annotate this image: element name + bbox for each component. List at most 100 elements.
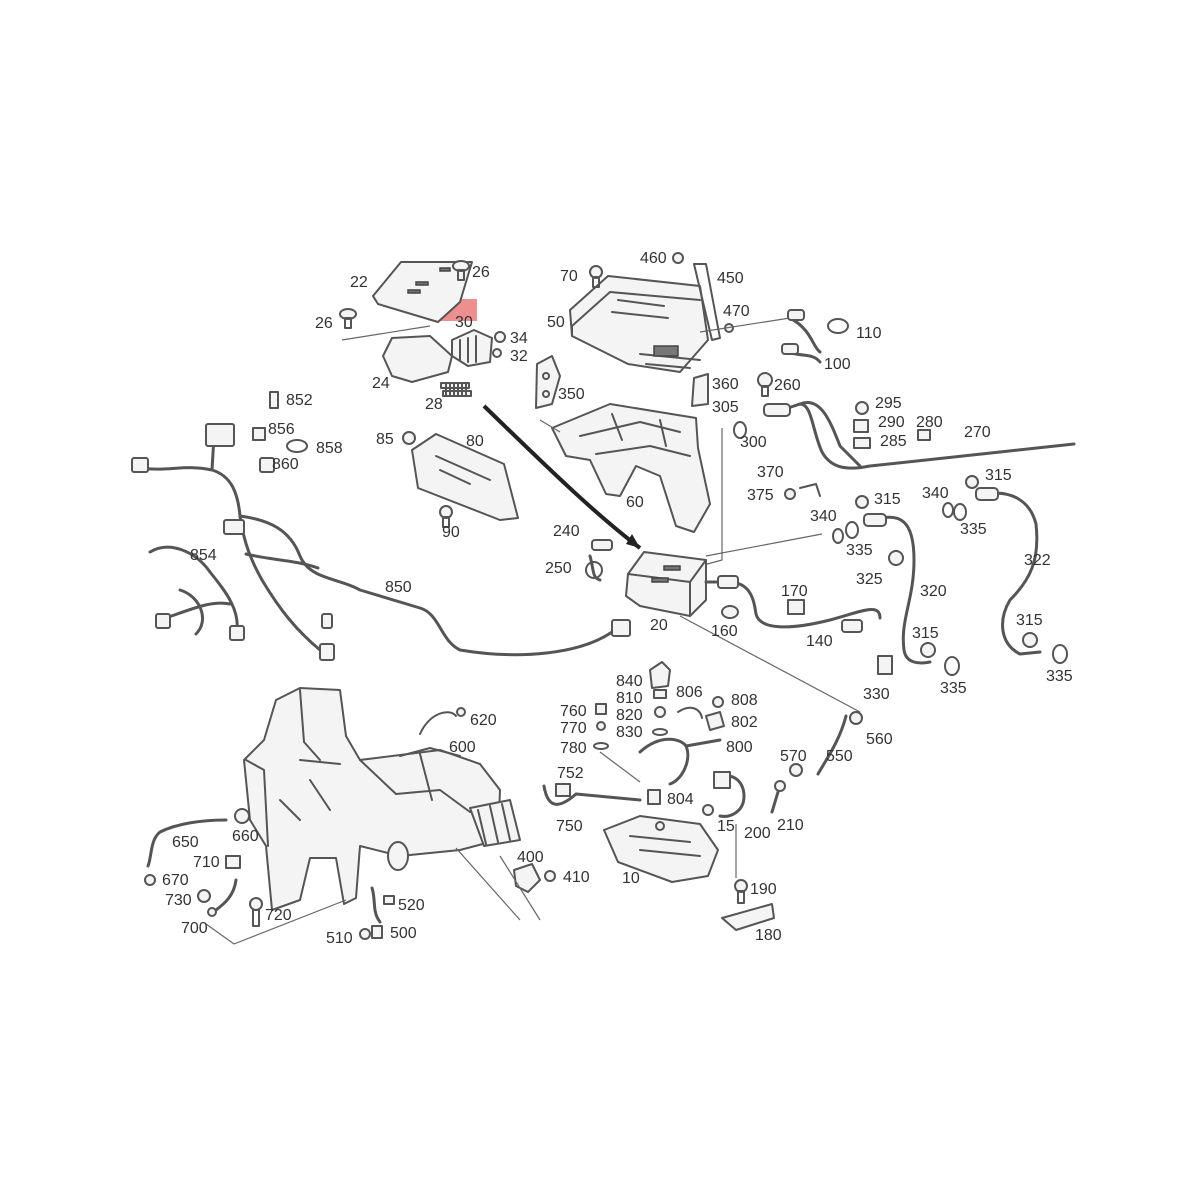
part-fuses-28 xyxy=(440,382,472,397)
part-sensor-400 xyxy=(513,863,541,893)
part-fitting-315-b xyxy=(965,475,979,489)
part-nut-670 xyxy=(144,874,156,886)
label-600: 600 xyxy=(449,739,476,756)
label-210: 210 xyxy=(777,817,804,834)
part-clamp-620 xyxy=(419,707,466,735)
part-cover-plate-22 xyxy=(372,261,473,323)
label-350: 350 xyxy=(558,386,585,403)
label-10: 10 xyxy=(622,870,640,887)
label-770: 770 xyxy=(560,720,587,737)
part-cover-80 xyxy=(411,433,519,521)
part-inverter-50 xyxy=(569,275,709,373)
label-560: 560 xyxy=(866,731,893,748)
label-470: 470 xyxy=(723,303,750,320)
part-clip-710 xyxy=(225,855,241,869)
label-190: 190 xyxy=(750,881,777,898)
part-screw-26-top xyxy=(452,260,470,281)
label-820: 820 xyxy=(616,707,643,724)
label-802: 802 xyxy=(731,714,758,731)
label-730: 730 xyxy=(165,892,192,909)
part-nut-730 xyxy=(197,889,211,903)
label-856: 856 xyxy=(268,421,295,438)
part-clamp-250 xyxy=(585,561,603,579)
label-780: 780 xyxy=(560,740,587,757)
part-cable-320 xyxy=(863,513,932,675)
part-cable-520 xyxy=(370,886,395,924)
part-control-unit-20 xyxy=(625,551,707,617)
label-200: 200 xyxy=(744,825,771,842)
label-650: 650 xyxy=(172,834,199,851)
label-620: 620 xyxy=(470,712,497,729)
label-800: 800 xyxy=(726,739,753,756)
label-710: 710 xyxy=(193,854,220,871)
label-100: 100 xyxy=(824,356,851,373)
part-nut-85 xyxy=(402,431,416,445)
label-335: 335 xyxy=(846,542,873,559)
label-450: 450 xyxy=(717,270,744,287)
part-nut-510 xyxy=(359,928,371,940)
label-60: 60 xyxy=(626,494,644,511)
part-cable-240 xyxy=(588,539,613,582)
label-315: 315 xyxy=(1016,612,1043,629)
part-oring-335-c xyxy=(944,656,960,676)
label-315: 315 xyxy=(985,467,1012,484)
label-400: 400 xyxy=(517,849,544,866)
label-300: 300 xyxy=(740,434,767,451)
label-370: 370 xyxy=(757,464,784,481)
part-relay-30 xyxy=(451,329,493,367)
part-nuts-32-34 xyxy=(492,331,506,358)
label-510: 510 xyxy=(326,930,353,947)
part-frame-60 xyxy=(551,403,711,533)
part-brackets-840-830 xyxy=(649,661,671,736)
label-30: 30 xyxy=(455,314,473,331)
label-15: 15 xyxy=(717,818,735,835)
label-750: 750 xyxy=(556,818,583,835)
part-clamp-858 xyxy=(286,439,308,453)
label-720: 720 xyxy=(265,907,292,924)
label-50: 50 xyxy=(547,314,565,331)
label-760: 760 xyxy=(560,703,587,720)
part-sensor-210 xyxy=(770,780,786,814)
label-660: 660 xyxy=(232,828,259,845)
label-26: 26 xyxy=(315,315,333,332)
part-harness-800 xyxy=(638,737,722,786)
part-heater-10 xyxy=(603,815,719,883)
label-24: 24 xyxy=(372,375,390,392)
part-bolt-70 xyxy=(589,265,603,288)
part-clip-110 xyxy=(827,318,849,334)
label-375: 375 xyxy=(747,487,774,504)
part-plug-325 xyxy=(888,550,904,566)
label-854: 854 xyxy=(190,547,217,564)
label-295: 295 xyxy=(875,395,902,412)
label-90: 90 xyxy=(442,524,460,541)
part-plug-570 xyxy=(789,763,803,777)
label-852: 852 xyxy=(286,392,313,409)
label-285: 285 xyxy=(880,433,907,450)
part-fitting-315-a xyxy=(855,495,869,509)
part-nut-410 xyxy=(544,870,556,882)
part-strap-450 xyxy=(693,263,721,341)
label-860: 860 xyxy=(272,456,299,473)
part-cable-140 xyxy=(704,575,882,633)
label-325: 325 xyxy=(856,571,883,588)
label-290: 290 xyxy=(878,414,905,431)
label-110: 110 xyxy=(856,325,882,342)
part-clamp-370-375 xyxy=(784,483,821,500)
part-clamps-806-808 xyxy=(677,696,725,731)
label-70: 70 xyxy=(560,268,578,285)
part-cable-750 xyxy=(542,783,661,806)
part-oring-335-b xyxy=(953,503,967,521)
part-cable-322 xyxy=(975,487,1042,656)
label-315: 315 xyxy=(874,491,901,508)
label-85: 85 xyxy=(376,431,394,448)
part-cable-650 xyxy=(146,808,250,868)
label-858: 858 xyxy=(316,440,343,457)
label-520: 520 xyxy=(398,897,425,914)
label-670: 670 xyxy=(162,872,189,889)
label-570: 570 xyxy=(780,748,807,765)
label-160: 160 xyxy=(711,623,738,640)
part-wiring-harness-850 xyxy=(131,423,631,661)
label-810: 810 xyxy=(616,690,643,707)
label-280: 280 xyxy=(916,414,943,431)
part-pipe-600 xyxy=(399,747,461,757)
